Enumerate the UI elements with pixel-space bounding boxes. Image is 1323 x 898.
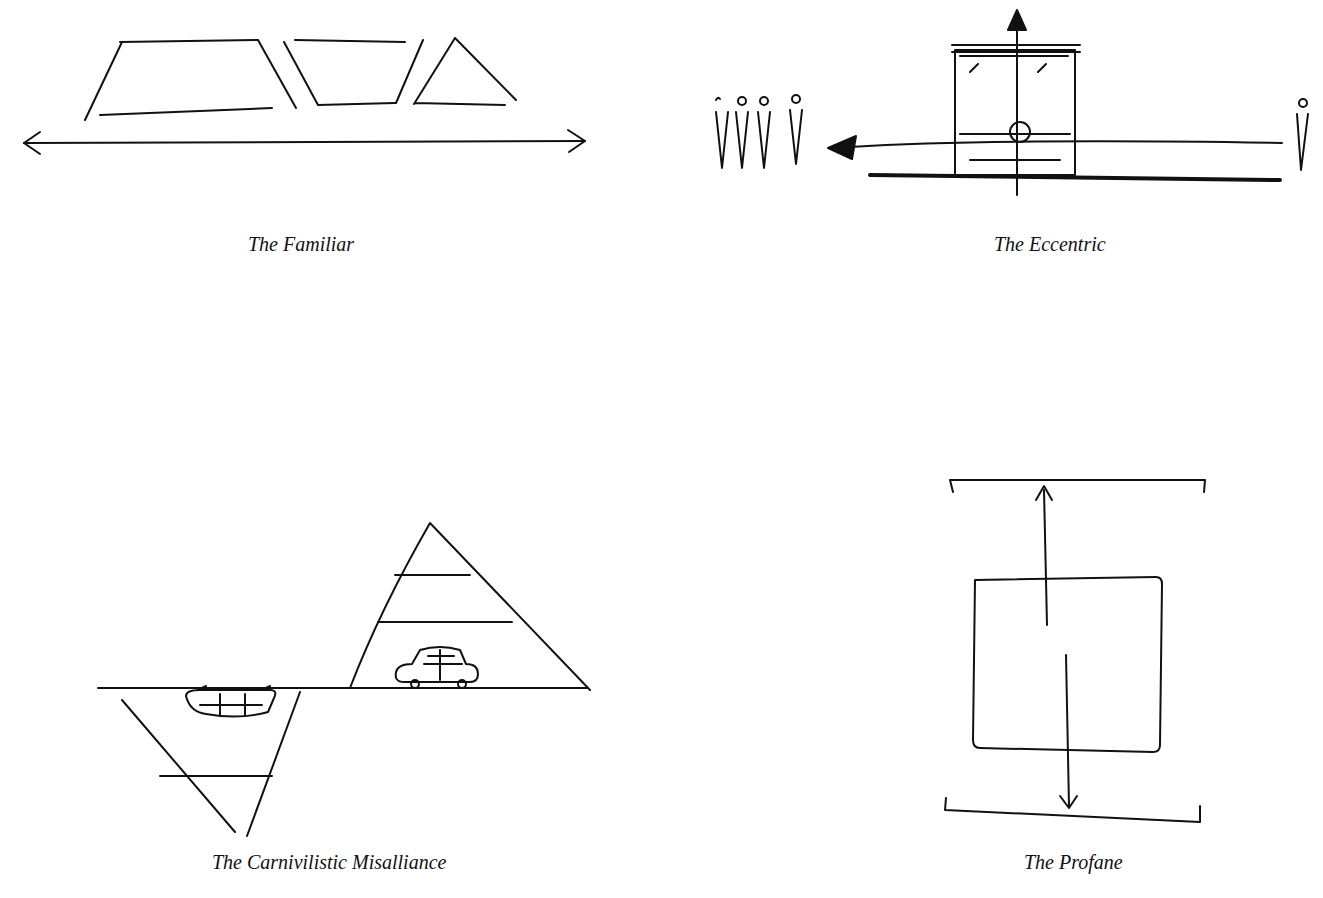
familiar-sketch <box>24 38 585 154</box>
lone-figure <box>1297 99 1308 170</box>
carnival-sketch <box>98 523 590 836</box>
sketch-caption: The Familiar <box>245 232 357 256</box>
eccentric-sketch <box>716 10 1308 195</box>
profane-sketch <box>945 480 1205 822</box>
crowd-figures <box>716 95 802 168</box>
sketch-caption: The Carnivilistic Misalliance <box>209 850 449 874</box>
car-on-mountain <box>396 647 478 688</box>
car-in-valley <box>186 686 275 717</box>
sketch-caption: The Eccentric <box>991 232 1109 256</box>
sketch-caption: The Profane <box>1021 850 1126 874</box>
